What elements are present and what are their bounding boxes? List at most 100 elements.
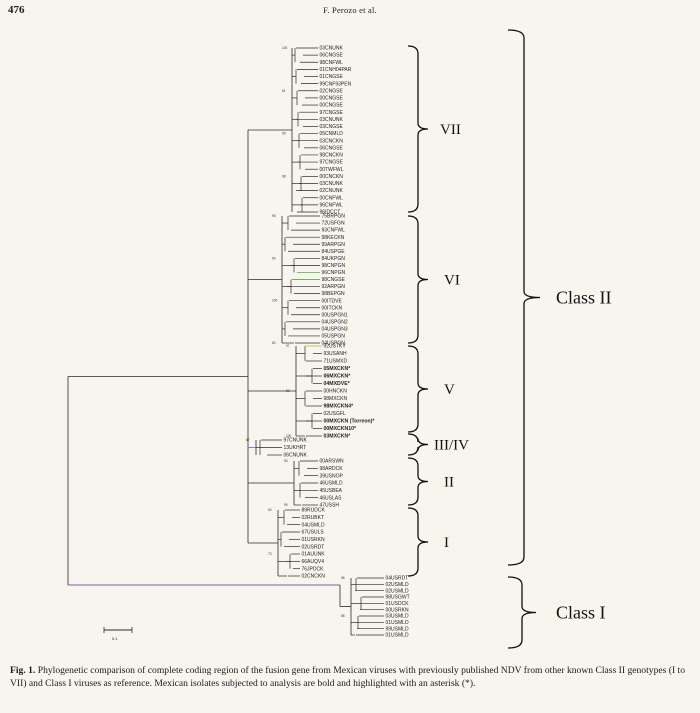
leaf-label: 71USMXD — [324, 359, 348, 365]
bootstrap-value: 100 — [272, 299, 278, 303]
leaf-label: 47USSH — [320, 503, 340, 509]
leaf-label: 02USRDT — [302, 544, 325, 550]
leaf-label: 92USTKY — [324, 344, 347, 350]
genotype-brace — [407, 45, 429, 213]
leaf-label: 99ARPGN — [322, 242, 346, 248]
leaf-label: 02USMLD — [386, 588, 409, 594]
class-label: Class I — [556, 603, 606, 623]
genotype-label: VII — [440, 122, 461, 138]
leaf-label: 01USDCK — [386, 601, 410, 607]
bootstrap-value: 99 — [282, 132, 286, 136]
leaf-label: 00CNFWL — [320, 195, 344, 201]
leaf-label: 03USMLD — [386, 614, 409, 620]
leaf-label: 03CNUNK — [320, 46, 344, 52]
genotype-brace — [407, 457, 429, 506]
leaf-label: 98KECKN — [322, 235, 345, 241]
phylogenetic-tree: 03CNUNK06CNGSE98CNFWL01CNH04PAR01CNGSE99… — [67, 29, 612, 649]
bootstrap-value: 100 — [282, 46, 288, 50]
leaf-label: 05MXCKN* — [324, 366, 352, 372]
leaf-label: 98CNFWL — [320, 60, 344, 66]
leaf-label: 04USPGN — [322, 341, 346, 347]
leaf-label: 97CNGSE — [320, 110, 344, 116]
leaf-label: 00CNCKN — [320, 174, 344, 180]
leaf-label: 39USNOP — [320, 473, 344, 479]
leaf-label: 66AUQV4 — [302, 559, 325, 565]
leaf-label: 84UKPGN — [322, 256, 346, 262]
leaf-label: 01CNH04PAR — [320, 67, 352, 73]
leaf-label: 75BRPGN — [322, 214, 346, 220]
leaf-label: 05USPGN — [322, 334, 346, 340]
leaf-label: 00ITDVE — [322, 298, 343, 304]
leaf-label: 97CNGSE — [320, 160, 344, 166]
running-head: F. Perozo et al. — [323, 5, 377, 15]
class-brace — [507, 576, 537, 649]
leaf-label: 04USPGN3 — [322, 326, 348, 332]
leaf-label: 02USMLD — [386, 582, 409, 588]
caption-label: Fig. 1. — [10, 665, 36, 676]
genotype-label: II — [444, 475, 454, 491]
leaf-label: 98CNGSE — [322, 277, 346, 283]
scale-bar-label: 0.1 — [112, 636, 118, 641]
genotype-brace — [407, 507, 429, 577]
leaf-label: 04USPGN2 — [322, 319, 348, 325]
bootstrap-value: 82 — [272, 341, 276, 345]
leaf-label: 98CNCKN — [320, 153, 344, 159]
genotype-brace — [407, 433, 429, 456]
figure-caption: Fig. 1. Phylogenetic comparison of compl… — [10, 665, 690, 690]
genotype-brace — [407, 215, 429, 344]
genotype-label: III/IV — [434, 438, 469, 454]
leaf-label: 72USFGN — [322, 221, 345, 227]
bootstrap-value: 61 — [282, 89, 286, 93]
leaf-label: 46USMLD — [320, 481, 343, 487]
leaf-label: 00HNCKN — [324, 389, 348, 395]
bootstrap-value: 97 — [286, 344, 290, 348]
bootstrap-value: 99 — [284, 503, 288, 507]
leaf-label: 06CNGSE — [320, 53, 344, 59]
leaf-label: 97CNUNK — [284, 438, 308, 444]
leaf-label: 98ARDCK — [320, 466, 344, 472]
leaf-label: 02CNCKN — [302, 574, 326, 580]
leaf-label: 02CNUNK — [320, 188, 344, 194]
leaf-label: 01CNGSE — [320, 74, 344, 80]
leaf-label: 00ARSWN — [320, 459, 345, 465]
bootstrap-value: 88 — [341, 614, 345, 618]
leaf-label: 05CNMLD — [320, 131, 344, 137]
genotype-brace — [407, 345, 429, 433]
class-brace — [507, 29, 541, 566]
genotype-label: I — [444, 535, 449, 551]
leaf-label: 01USMLD — [386, 633, 409, 639]
leaf-label: 01USMLD — [386, 620, 409, 626]
leaf-label: 99CNF93PEN — [320, 81, 352, 87]
leaf-label: 96IDCCT — [320, 210, 341, 216]
leaf-label: 00MXCKN (Torreon)* — [324, 419, 376, 425]
leaf-label: 04USMLD — [302, 522, 325, 528]
leaf-label: 00CNGSE — [320, 96, 344, 102]
leaf-label: 03CNGSE — [320, 124, 344, 130]
genotype-label: VI — [444, 273, 460, 289]
leaf-label: 04USRDT — [386, 576, 409, 582]
bootstrap-value: 73 — [268, 552, 272, 556]
leaf-label: 93USANH — [324, 351, 347, 357]
leaf-label: 02USGFL — [324, 411, 346, 417]
bootstrap-value: 53 — [284, 459, 288, 463]
leaf-label: 98MXCKN — [324, 396, 348, 402]
leaf-label: 04MXDVE* — [324, 381, 351, 387]
leaf-label: 98MXCKN4* — [324, 404, 355, 410]
leaf-label: 00TWFWL — [320, 167, 344, 173]
bootstrap-value: 96 — [272, 214, 276, 218]
leaf-label: 93CNFWL — [322, 228, 346, 234]
leaf-label: 03CNUNK — [320, 117, 344, 123]
leaf-label: 00USRKN — [386, 607, 409, 613]
class-label: Class II — [556, 288, 612, 308]
leaf-label: 06CNUNK — [284, 453, 308, 459]
leaf-label: 98CNPGN — [322, 263, 346, 269]
bootstrap-value: 52 — [286, 389, 290, 393]
leaf-label: 98USGWT — [386, 595, 410, 601]
leaf-label: 03MXCKN* — [324, 434, 352, 440]
leaf-label: 84USPGE — [322, 249, 346, 255]
leaf-label: 01USRKN — [302, 537, 325, 543]
leaf-label: 00USPGN1 — [322, 312, 348, 318]
leaf-label: 99USMLD — [386, 626, 409, 632]
leaf-label: 00CNGSE — [320, 103, 344, 109]
bootstrap-value: 63 — [268, 508, 272, 512]
